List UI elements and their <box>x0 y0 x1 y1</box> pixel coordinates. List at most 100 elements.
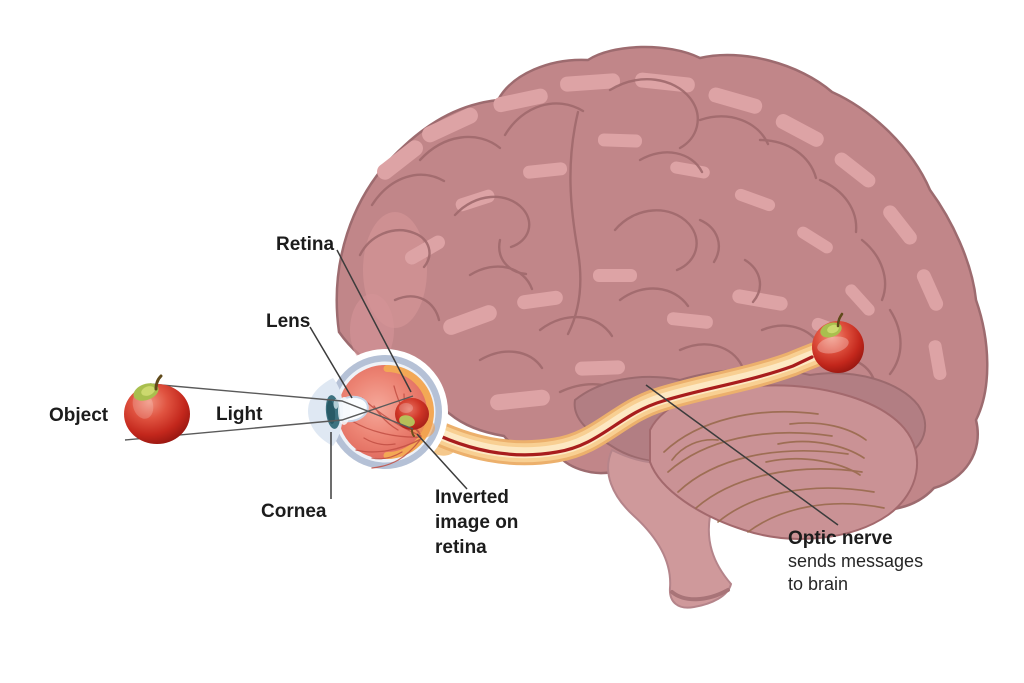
gyrus-highlight <box>732 289 788 311</box>
retina-leader-line <box>336 249 412 393</box>
cerebellum-folds <box>663 411 885 533</box>
gyrus-highlight <box>666 312 713 329</box>
gyrus-highlight <box>575 360 625 376</box>
label-retina: Retina <box>276 234 335 255</box>
gyrus-highlight <box>377 140 423 180</box>
label-inverted-image-line2: image on <box>435 512 518 533</box>
label-object: Object <box>49 405 109 426</box>
label-light: Light <box>216 404 263 425</box>
object-apple <box>124 374 190 444</box>
sulcus-line <box>638 151 704 174</box>
label-inverted-image-line1: Inverted <box>435 487 509 508</box>
sulcus-line <box>370 173 446 207</box>
sulcus-line <box>613 209 698 272</box>
gyrus-highlight <box>490 389 550 411</box>
gyrus-highlight <box>883 205 917 245</box>
sulcus-line <box>608 78 699 150</box>
gyrus-highlight <box>928 340 947 380</box>
cerebellum <box>649 384 918 540</box>
cortex-apple-green-inner <box>827 324 839 334</box>
sulcus-line <box>698 115 770 146</box>
cerebellum-fold-line <box>671 438 719 461</box>
inverted-apple-green-patch <box>399 415 415 427</box>
sulcus-line <box>503 102 585 137</box>
cerebellum-fold-line <box>747 502 885 533</box>
visual-cortex-apple <box>812 312 864 373</box>
optic-nerve-signal-line <box>427 355 814 457</box>
gyrus-highlight <box>593 269 637 282</box>
sulcus-line <box>618 287 690 308</box>
sulcus-line <box>758 138 818 180</box>
cerebellum-fold-line <box>695 468 863 509</box>
label-optic-nerve-title: Optic nerve <box>788 528 893 549</box>
cortex-apple-stem <box>836 312 844 328</box>
cerebellum-fold-line <box>717 487 875 523</box>
optic-nerve <box>414 336 842 466</box>
label-optic-nerve-line3: to brain <box>788 574 848 594</box>
gyrus-highlight <box>734 188 776 212</box>
cornea-bulge <box>308 378 343 446</box>
gyrus-highlight <box>775 114 824 147</box>
cerebellum-fold-line <box>667 431 833 473</box>
inverted-apple-image <box>395 398 429 437</box>
label-optic-nerve-line2: sends messages <box>788 551 923 571</box>
frontal-light-patch <box>350 294 394 366</box>
labels: Retina Lens Object Light Cornea Inverted… <box>49 234 923 594</box>
retinal-vessel <box>363 437 396 446</box>
light-rays <box>124 383 414 441</box>
retinal-vessel <box>371 439 421 469</box>
optic-nerve-leader-line <box>645 384 839 526</box>
object-apple-stem <box>154 374 163 391</box>
sulcus-line <box>818 178 858 234</box>
sulcus-line <box>538 315 614 338</box>
gyrus-highlight <box>405 235 445 265</box>
brainstem-bottom-shadow <box>670 588 730 602</box>
cerebellum-fold-line <box>663 411 819 453</box>
cerebellum-fold-line <box>765 457 861 476</box>
sulcus-line <box>888 308 902 376</box>
gyrus-highlight <box>517 290 563 310</box>
gyrus-highlight <box>797 226 833 254</box>
sulcus-line <box>743 258 762 304</box>
cerebellum-fold-line <box>777 440 865 459</box>
optic-nerve-inner <box>421 343 835 459</box>
leader-lines <box>309 249 839 526</box>
cornea-highlight <box>333 399 339 409</box>
label-cornea: Cornea <box>261 501 327 522</box>
light-ray-top <box>149 383 414 430</box>
gyrus-highlight <box>422 107 478 143</box>
gyrus-highlight <box>845 284 875 316</box>
inverted-apple-shine <box>399 403 413 413</box>
gyrus-highlight <box>493 88 548 113</box>
sulcus-line <box>478 350 544 370</box>
gyrus-highlight <box>916 269 944 311</box>
gyrus-highlight <box>443 305 497 335</box>
lens-leader-line <box>309 326 353 399</box>
gyrus-highlight <box>560 73 621 92</box>
sulcus-line <box>453 195 531 249</box>
cerebellum-fold-line <box>677 449 849 493</box>
light-ray-bottom <box>124 395 414 441</box>
sulcus-line <box>498 238 528 276</box>
label-inverted-image-line3: retina <box>435 537 487 558</box>
sulcus-line <box>393 295 441 322</box>
gyrus-highlight <box>834 152 876 188</box>
inverted-image-leader-line <box>416 433 468 490</box>
retinal-vessel <box>371 451 403 460</box>
gyrus-highlight <box>670 161 710 179</box>
inverted-apple-stem <box>411 429 415 437</box>
gyrus-highlight <box>708 87 763 114</box>
eye-choroid-arc <box>383 365 434 459</box>
sulcus-line <box>698 218 720 264</box>
sulcus-line <box>860 238 887 302</box>
cortex-apple-shine <box>817 336 849 354</box>
retinal-vessel <box>355 438 422 453</box>
gyrus-highlight <box>523 162 568 179</box>
retinal-vessel <box>351 420 422 438</box>
sulcus-line <box>418 135 502 162</box>
cerebellum-fold-line <box>789 422 867 441</box>
pupil-sliver <box>326 400 336 424</box>
sulcus-line <box>566 110 582 336</box>
